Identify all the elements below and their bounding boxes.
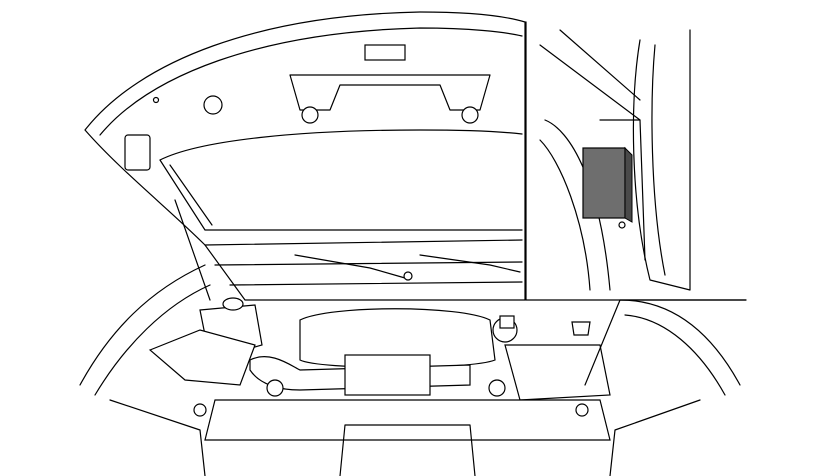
highlighted-module: [582, 147, 626, 219]
hood-bumper: [124, 134, 151, 171]
cowl-and-wipers: [204, 239, 523, 286]
air-filter-box: [148, 329, 256, 386]
engine-cover: [299, 308, 496, 369]
radiator-support: [204, 399, 611, 441]
battery-area: [504, 344, 611, 401]
open-hood: [84, 11, 526, 301]
hood-prop-rod: [174, 199, 211, 301]
detail-inset: [525, 21, 747, 386]
engine-compartment: [79, 264, 741, 476]
